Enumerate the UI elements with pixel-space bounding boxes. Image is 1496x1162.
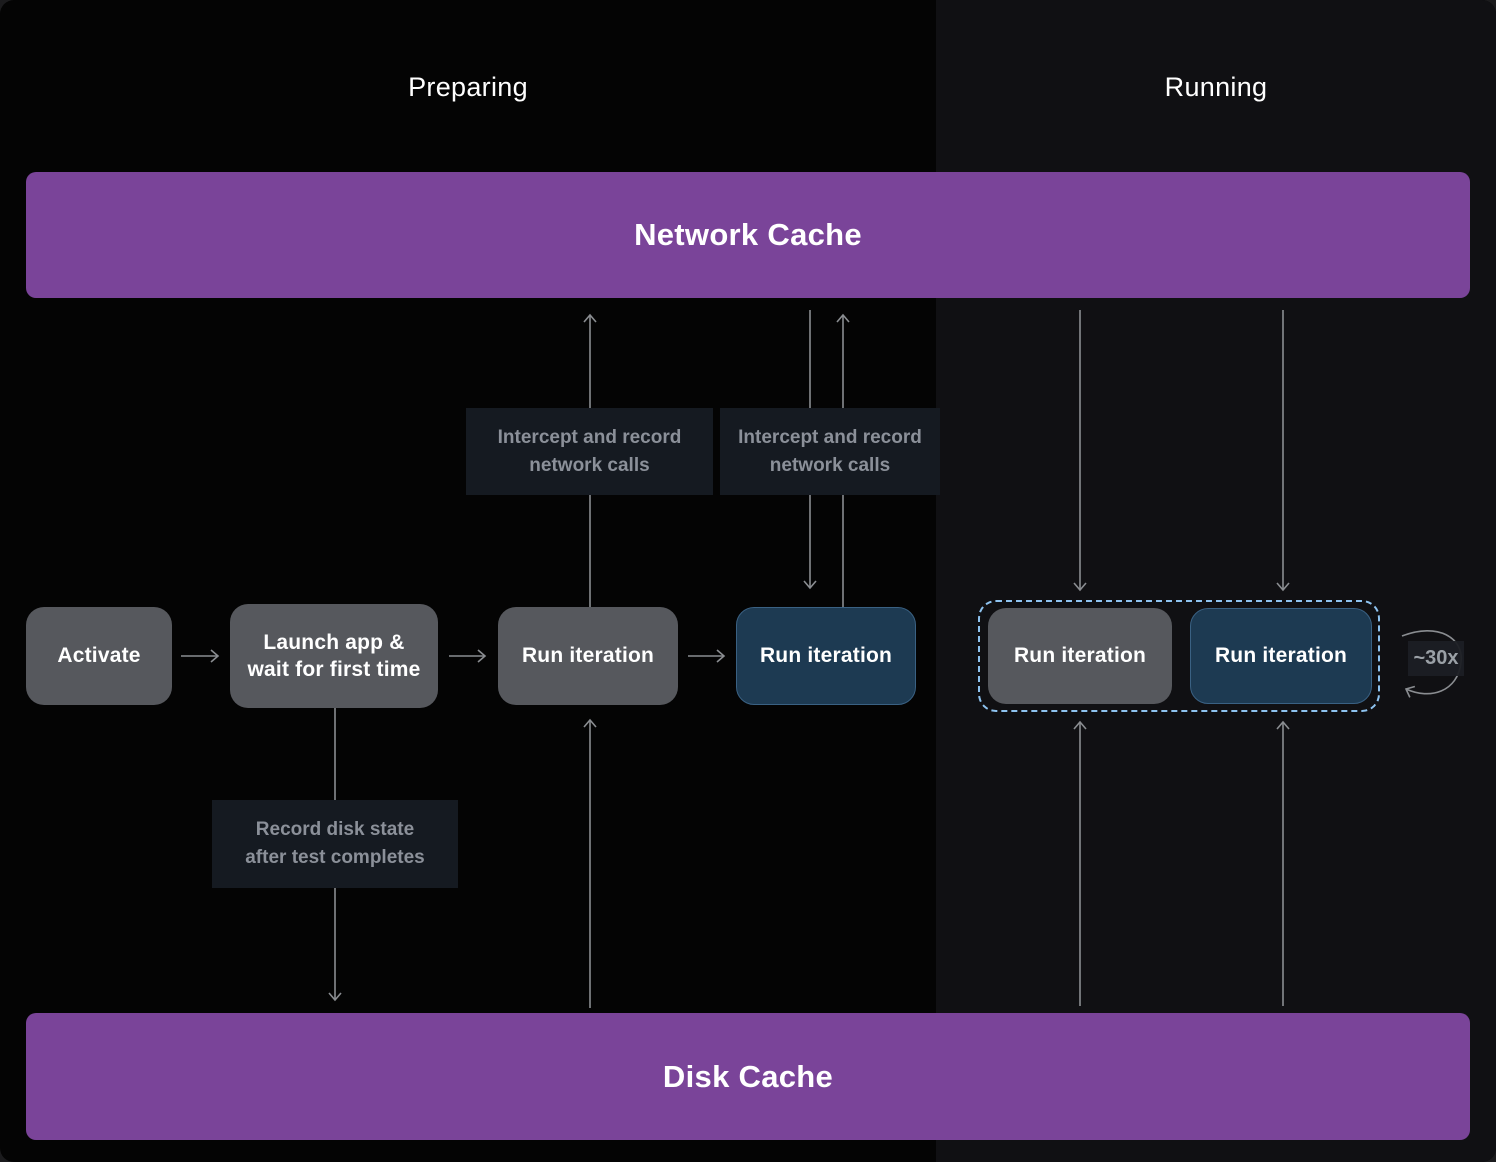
loop-count-label: ~30x: [1413, 647, 1459, 669]
note-line: network calls: [529, 454, 650, 476]
note-record-disk-state: Record disk state after test completes: [212, 800, 458, 888]
node-label: Activate: [57, 644, 141, 668]
network-cache-bar: Network Cache: [26, 172, 1470, 298]
network-cache-label: Network Cache: [634, 217, 862, 252]
node-line: Launch app &: [263, 630, 405, 654]
section-heading-running: Running: [1164, 72, 1268, 102]
node-run-iteration-2: Run iteration: [736, 607, 916, 705]
node-run-iteration-1: Run iteration: [498, 607, 678, 705]
note-line: Intercept and record: [497, 426, 682, 448]
note-intercept-network-calls-2: Intercept and record network calls: [720, 408, 940, 495]
loop-count-badge: ~30x: [1408, 641, 1464, 676]
note-line: after test completes: [245, 847, 425, 868]
node-activate: Activate: [26, 607, 172, 705]
note-line: Record disk state: [255, 819, 415, 841]
node-run-iteration-loop-navy: Run iteration: [1190, 608, 1372, 704]
note-line: Intercept and record: [738, 426, 922, 448]
note-intercept-network-calls-1: Intercept and record network calls: [466, 408, 713, 495]
node-label: Run iteration: [521, 644, 655, 668]
node-run-iteration-loop-gray: Run iteration: [988, 608, 1172, 704]
section-heading-preparing: Preparing: [408, 72, 528, 102]
disk-cache-label: Disk Cache: [662, 1058, 834, 1094]
node-label: Run iteration: [1013, 644, 1147, 668]
node-label: Launch app & wait for first time: [248, 629, 421, 684]
node-launch-app: Launch app & wait for first time: [230, 604, 438, 708]
node-line: wait for first time: [247, 658, 421, 681]
node-label: Run iteration: [1214, 644, 1348, 668]
repeat-group-dashed-border: [978, 600, 1380, 712]
disk-cache-bar: Disk Cache: [26, 1013, 1470, 1140]
note-line: network calls: [769, 454, 891, 476]
node-label: Run iteration: [759, 644, 893, 668]
